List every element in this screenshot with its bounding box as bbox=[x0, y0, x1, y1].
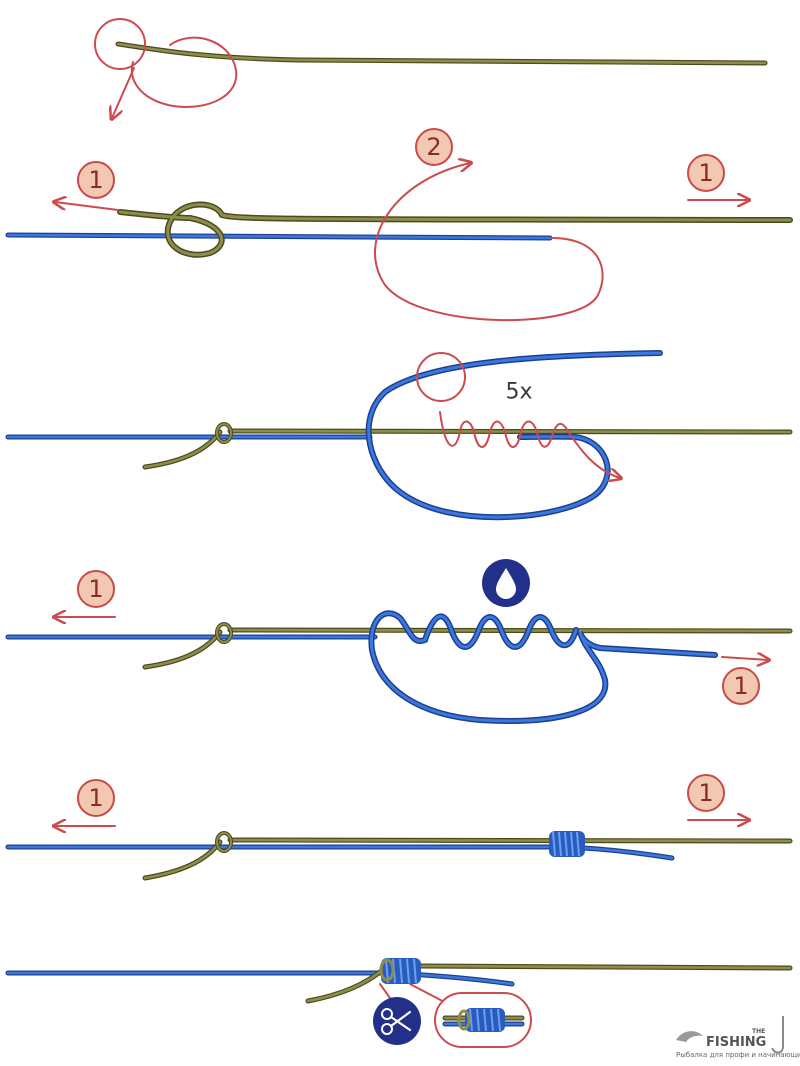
step-badge bbox=[722, 667, 760, 705]
water-drop-icon bbox=[482, 559, 530, 607]
brand-the: THE bbox=[752, 1028, 765, 1035]
final-knot bbox=[379, 958, 421, 984]
step-number-label: 1 bbox=[698, 779, 713, 807]
direction-arrow bbox=[112, 67, 135, 118]
fish-icon bbox=[676, 1031, 703, 1042]
step-badge bbox=[77, 779, 115, 817]
step-number-label: 2 bbox=[426, 133, 441, 161]
step-badge bbox=[687, 154, 725, 192]
step-1 bbox=[94, 18, 768, 118]
step-number-label: 1 bbox=[698, 159, 713, 187]
tight-coil bbox=[549, 831, 585, 857]
brand-tagline: Рыбалка для профи и начинающих bbox=[676, 1051, 800, 1059]
scissors-icon bbox=[373, 997, 421, 1045]
step-2: 1 2 1 bbox=[5, 128, 793, 322]
step-5: 1 1 bbox=[5, 774, 793, 881]
step-number-label: 1 bbox=[733, 672, 748, 700]
step-badge bbox=[687, 774, 725, 812]
focus-circle bbox=[94, 18, 146, 70]
step-number-label: 1 bbox=[88, 784, 103, 812]
step-3: 5x bbox=[5, 350, 793, 521]
step-number-label: 1 bbox=[88, 166, 103, 194]
step-4: 1 1 bbox=[5, 559, 793, 724]
brand-name: FISHING bbox=[706, 1035, 766, 1050]
brand-logo: THE FISHING Рыбалка для профи и начинающ… bbox=[676, 1016, 800, 1059]
wrap-count-label: 5x bbox=[505, 380, 532, 405]
step-badge bbox=[77, 570, 115, 608]
step-badge bbox=[77, 161, 115, 199]
magnified-knot-callout bbox=[434, 992, 532, 1048]
step-badge bbox=[415, 128, 453, 166]
focus-circle bbox=[416, 352, 466, 402]
step-6 bbox=[5, 958, 793, 1048]
step-number-label: 1 bbox=[88, 575, 103, 603]
hook-icon bbox=[771, 1016, 784, 1054]
